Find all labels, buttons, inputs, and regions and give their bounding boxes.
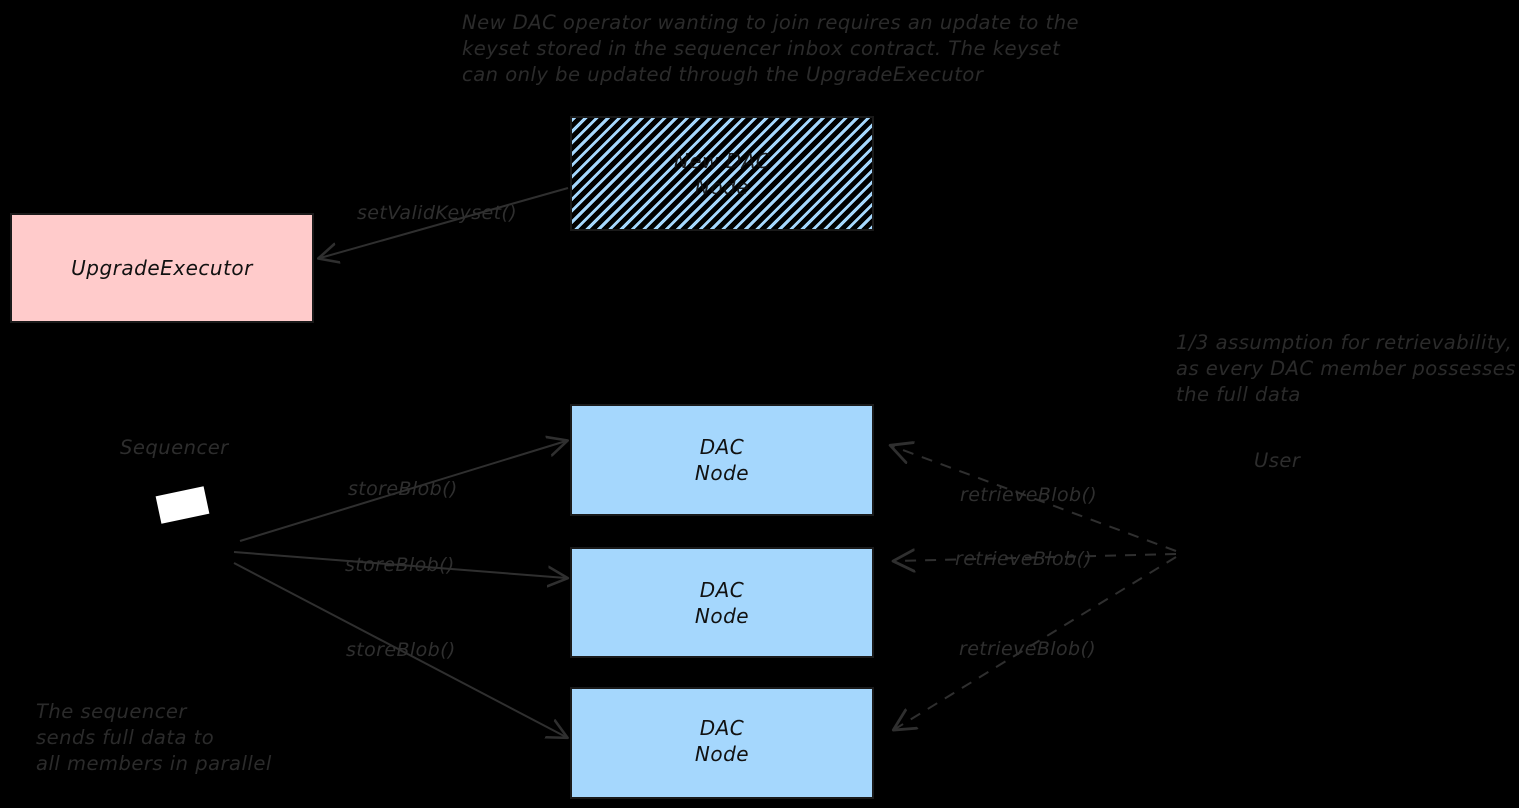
edge-retrieve-blob-1-line: [892, 446, 1177, 552]
new-dac-node-label: New DAC Node: [673, 148, 771, 199]
edge-store-blob-3-line: [233, 562, 566, 737]
upgrade-executor-label: UpgradeExecutor: [71, 256, 253, 280]
edge-store-blob-3-label: storeBlob(): [346, 639, 456, 661]
edge-retrieve-blob-2-line: [895, 554, 1177, 561]
edge-set-valid-keyset-line: [320, 187, 569, 258]
edge-store-blob-2-line: [233, 551, 566, 578]
edge-store-blob-2-label: storeBlob(): [345, 554, 455, 576]
dac-node-label-3: DAC Node: [694, 716, 750, 766]
sequencer-actor-label: Sequencer: [120, 436, 229, 459]
edge-store-blob-1-label: storeBlob(): [348, 478, 458, 500]
dac-node-box-1[interactable]: DAC Node: [570, 404, 874, 516]
edge-retrieve-blob-3-line: [895, 556, 1177, 729]
keyset-update-note: New DAC operator wanting to join require…: [462, 11, 1080, 86]
edge-retrieve-blob-1-label: retrieveBlob(): [960, 484, 1098, 506]
upgrade-executor-box[interactable]: UpgradeExecutor: [10, 213, 314, 323]
dac-node-box-2[interactable]: DAC Node: [570, 547, 874, 658]
sequencer-parallel-note: The sequencer sends full data to all mem…: [36, 700, 272, 775]
edge-retrieve-blob-2-label: retrieveBlob(): [955, 548, 1093, 570]
edge-retrieve-blob-3-label: retrieveBlob(): [959, 638, 1097, 660]
user-actor-label: User: [1254, 449, 1301, 472]
new-dac-node-box[interactable]: New DAC Node: [570, 116, 874, 231]
dac-node-label-1: DAC Node: [694, 435, 750, 485]
dac-node-label-2: DAC Node: [694, 577, 750, 628]
retrievability-assumption-note: 1/3 assumption for retrievability, as ev…: [1176, 331, 1516, 406]
edge-store-blob-1-line: [239, 441, 566, 542]
dac-node-box-3[interactable]: DAC Node: [570, 687, 874, 799]
edge-set-valid-keyset-label: setValidKeyset(): [357, 202, 518, 224]
